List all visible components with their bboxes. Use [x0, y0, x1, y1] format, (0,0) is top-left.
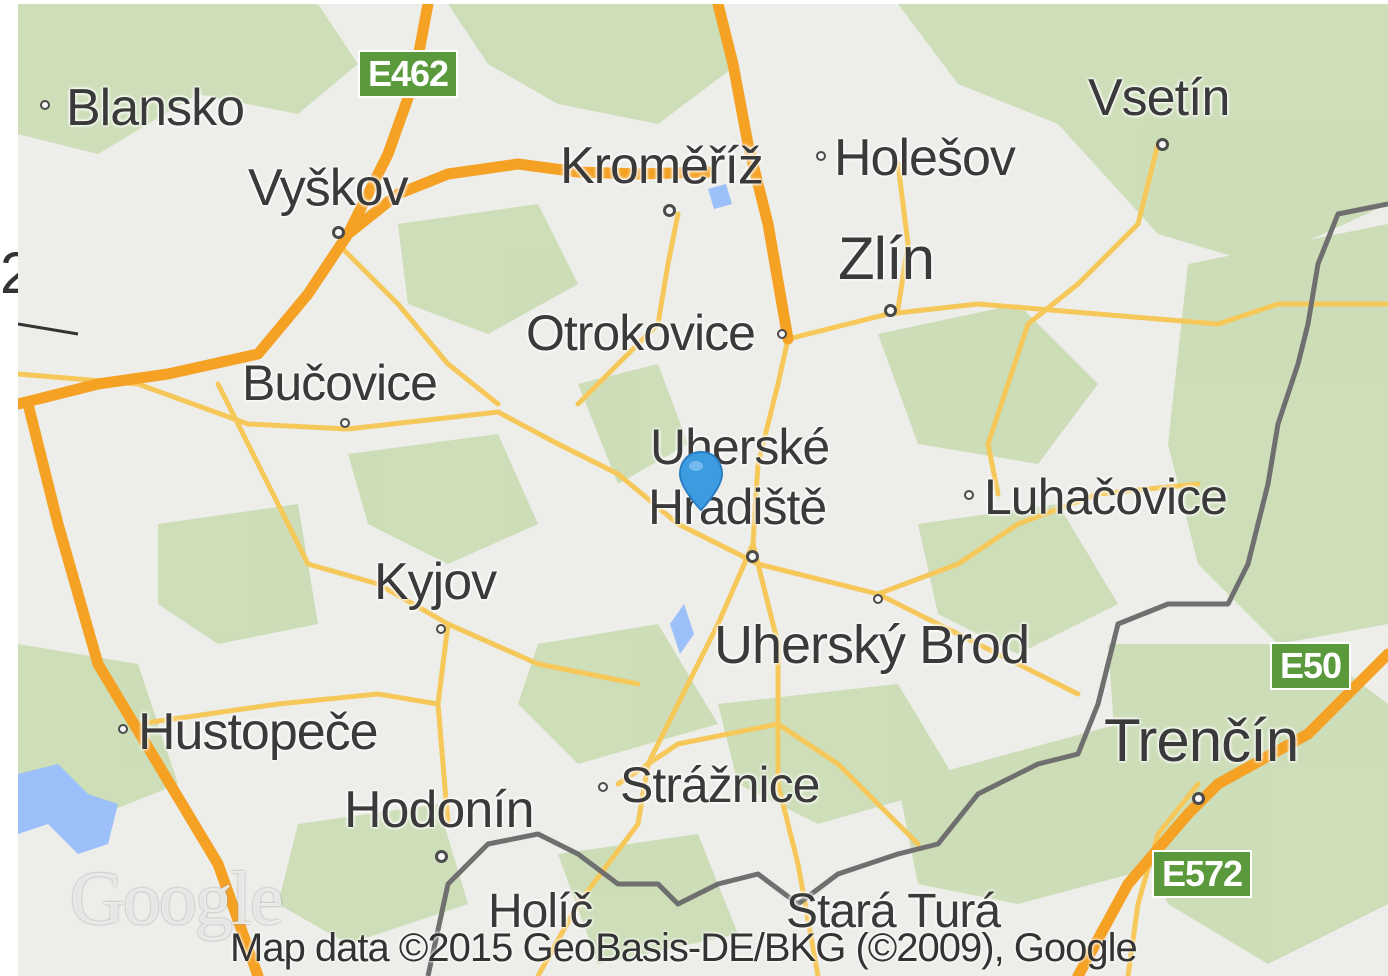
road-shield-e50: E50 — [1270, 642, 1352, 690]
google-logo: Google — [70, 857, 284, 941]
city-dot-trencin — [1192, 792, 1205, 805]
map-copyright: Map data ©2015 GeoBasis-DE/BKG (©2009), … — [230, 926, 1138, 970]
city-dot-uhersky-brod — [873, 594, 883, 604]
city-dot-hodonin — [435, 850, 448, 863]
city-label-luhacovice: Luhačovice — [984, 469, 1228, 525]
city-dot-blansko — [40, 100, 50, 110]
city-label-uhersky-brod: Uherský Brod — [714, 615, 1030, 675]
city-label-vsetin: Vsetín — [1088, 69, 1230, 127]
city-label-hustopece: Hustopeče — [138, 703, 379, 761]
city-label-blansko: Blansko — [66, 79, 245, 137]
city-dot-holesov — [816, 151, 826, 161]
city-label-stara-tura: Stará Turá — [786, 885, 1001, 938]
city-dot-vyskov — [332, 226, 345, 239]
map-edge-line — [18, 322, 79, 336]
city-label-uherske-hradiste-line1: Uherské — [650, 419, 830, 475]
city-label-otrokovice: Otrokovice — [526, 305, 756, 361]
city-label-bucovice: Bučovice — [242, 355, 438, 411]
city-label-holic: Holíč — [488, 885, 593, 938]
city-dot-hustopece — [118, 724, 128, 734]
city-label-zlin: Zlín — [838, 225, 935, 292]
city-dot-otrokovice — [777, 329, 787, 339]
city-label-uherske-hradiste-line2: Hradiště — [648, 479, 827, 535]
city-dot-luhacovice — [964, 490, 974, 500]
city-label-straznice: Strážnice — [620, 757, 820, 813]
city-label-kyjov: Kyjov — [374, 553, 497, 611]
city-label-hodonin: Hodonín — [344, 781, 535, 839]
city-dot-bucovice — [340, 418, 350, 428]
city-dot-uherske-hradiste — [746, 550, 759, 563]
water-bodies — [18, 184, 732, 854]
city-dot-zlin — [884, 304, 897, 317]
state-border — [425, 201, 1388, 976]
city-label-vyskov: Vyškov — [248, 159, 409, 217]
city-label-holesov: Holešov — [834, 129, 1016, 187]
city-dot-vsetin — [1156, 138, 1169, 151]
road-shield-e462: E462 — [358, 50, 459, 98]
city-dot-kyjov — [436, 624, 446, 634]
city-label-kromeriz: Kroměříž — [560, 137, 764, 195]
city-dot-kromeriz — [663, 204, 676, 217]
location-marker-icon[interactable] — [678, 450, 724, 512]
regional-roads — [18, 141, 1388, 976]
city-label-trencin: Trenčín — [1104, 707, 1299, 774]
road-shield-e572: E572 — [1152, 850, 1253, 898]
city-dot-straznice — [598, 782, 608, 792]
map-view[interactable]: E462 E50 E572 Blansko Vyškov Kroměříž Ho… — [18, 4, 1388, 976]
